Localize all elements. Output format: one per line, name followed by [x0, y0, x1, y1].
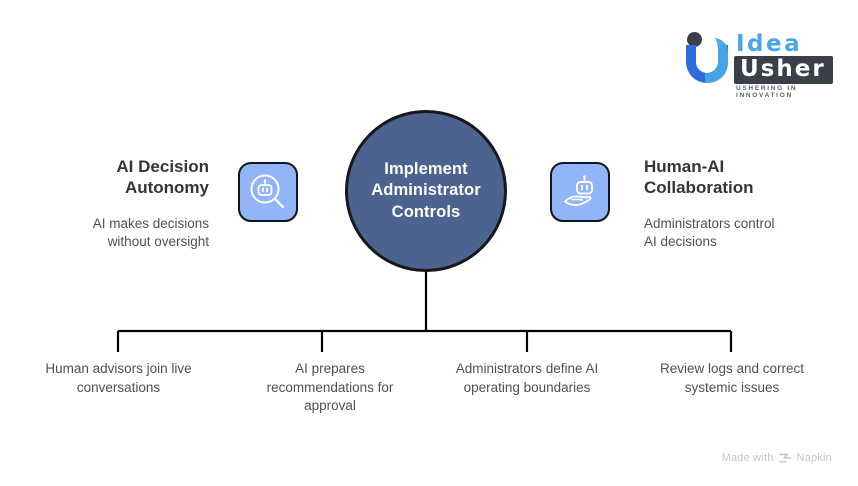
logo-word-idea: Idea	[736, 31, 803, 57]
hand-robot-icon-tile[interactable]	[550, 162, 610, 222]
idea-usher-u-logo-icon	[686, 32, 732, 84]
watermark-made-with-text: Made with	[721, 452, 774, 464]
center-node-label: Implement Administrator Controls	[371, 159, 481, 221]
brand-logo: Idea Usher USHERING IN INNOVATION	[686, 28, 834, 99]
logo-tagline: USHERING IN INNOVATION	[736, 85, 798, 99]
logo-u-highlight-shape	[705, 38, 728, 83]
hand-robot-icon	[564, 175, 593, 206]
leaf-label: Review logs and correct systemic issues	[659, 361, 805, 395]
right-branch-heading: Human-AI Collaboration	[644, 157, 754, 198]
right-branch-subtitle: Administrators control AI decisions	[644, 216, 775, 250]
robot-magnifier-icon	[250, 174, 285, 209]
logo-word-usher-badge: Usher	[734, 56, 833, 84]
leaf-label: Administrators define AI operating bound…	[455, 361, 599, 395]
logo-word-usher: Usher	[740, 56, 826, 82]
left-branch-heading: AI Decision Autonomy	[116, 157, 209, 198]
logo-dot-shape	[687, 32, 702, 47]
robot-magnifier-icon-tile[interactable]	[238, 162, 298, 222]
left-branch-subtitle: AI makes decisions without oversight	[92, 216, 209, 250]
watermark-brand-text: Napkin	[796, 452, 832, 464]
center-node[interactable]: Implement Administrator Controls	[345, 110, 507, 272]
napkin-chevron-icon	[778, 453, 791, 463]
leaf-label: Human advisors join live conversations	[45, 361, 192, 395]
leaf-label: AI prepares recommendations for approval	[266, 361, 394, 414]
napkin-watermark: Made with Napkin	[722, 452, 832, 464]
